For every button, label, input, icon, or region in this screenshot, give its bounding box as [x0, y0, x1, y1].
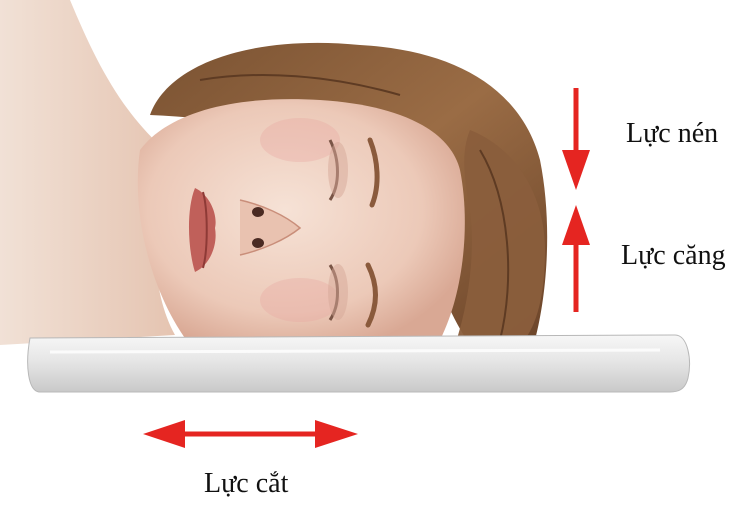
cheek-blush — [260, 278, 340, 322]
shear-force-label: Lực cắt — [204, 468, 288, 500]
tension-arrow-icon — [562, 205, 590, 312]
compression-arrow-icon — [562, 88, 590, 190]
shear-arrow-icon — [143, 420, 358, 448]
eyelid-shadow — [328, 264, 348, 320]
eyelid-shadow — [328, 142, 348, 198]
support-surface — [28, 335, 690, 392]
nostril — [252, 207, 264, 217]
tension-force-label: Lực căng — [621, 240, 726, 272]
nostril — [252, 238, 264, 248]
compression-force-label: Lực nén — [626, 118, 718, 150]
surface-highlight — [50, 350, 660, 352]
cheek-blush — [260, 118, 340, 162]
